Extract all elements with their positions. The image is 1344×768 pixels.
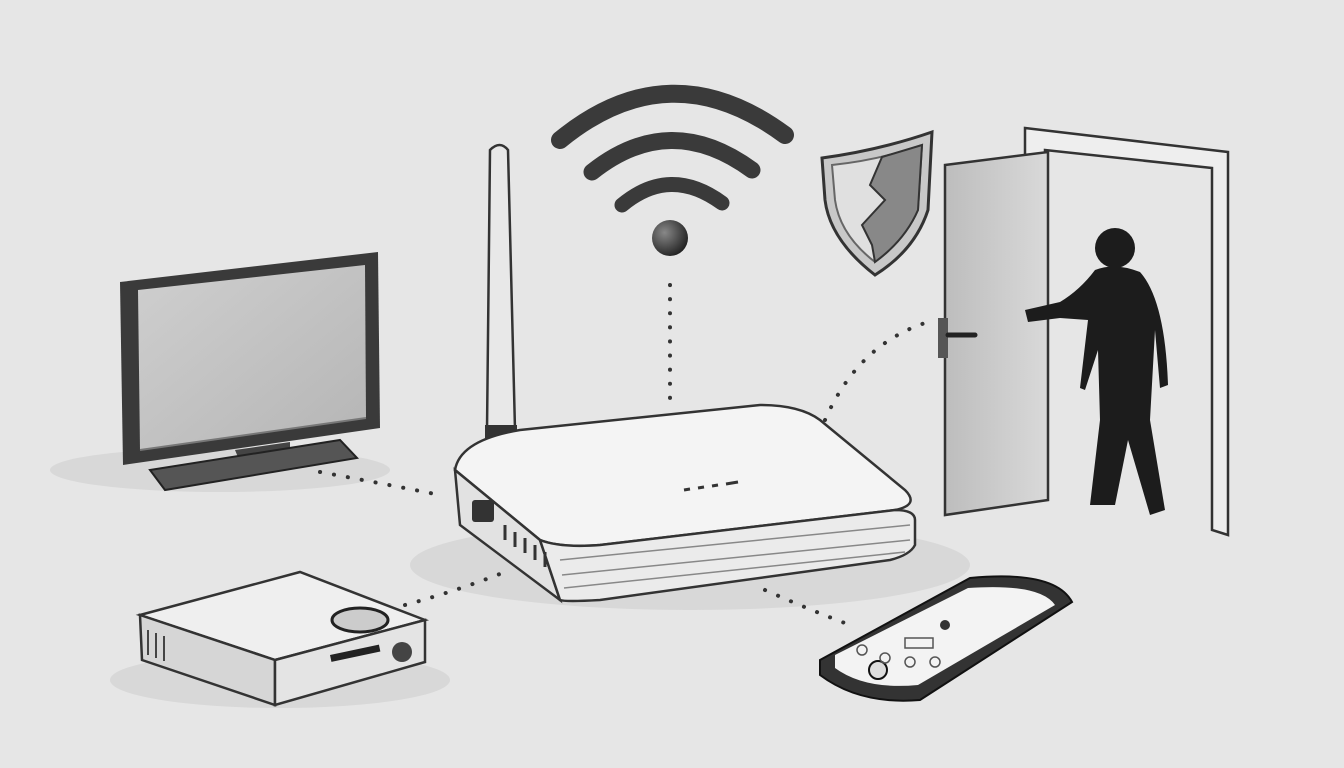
router-vents [503, 525, 547, 567]
tv-stand [148, 438, 360, 492]
box-connection [403, 568, 512, 607]
shield-icon [820, 129, 934, 277]
door [938, 126, 1230, 537]
phone-connection [763, 588, 852, 627]
disc-slot [330, 644, 381, 662]
router [453, 143, 917, 604]
box-knob [392, 642, 412, 662]
tv [120, 252, 380, 492]
router-antenna [485, 143, 517, 432]
router-leds [683, 480, 739, 492]
app-icons [856, 644, 941, 668]
connection-lines [318, 283, 937, 627]
door-panel [943, 150, 1050, 517]
set-top-box [135, 570, 430, 707]
home-button [868, 660, 888, 680]
wifi-icon [551, 84, 794, 256]
door-handle [938, 318, 978, 358]
smartphone [819, 575, 1074, 702]
vent [147, 630, 165, 661]
router-port [472, 500, 494, 522]
intruder-silhouette [1025, 228, 1168, 515]
box-dial [330, 606, 390, 634]
tv-connection [318, 470, 442, 497]
